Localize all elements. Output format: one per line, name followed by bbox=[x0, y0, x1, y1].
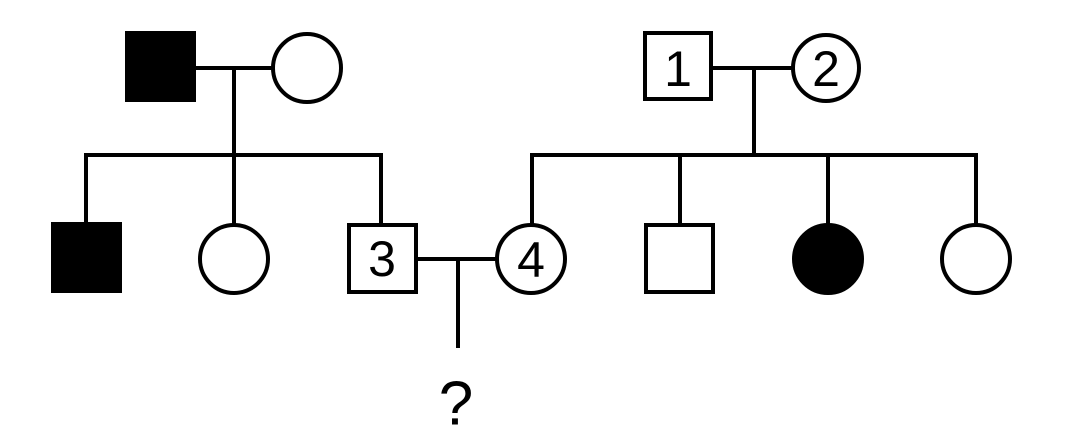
male-affected-symbol bbox=[125, 31, 196, 102]
female-affected-symbol bbox=[792, 223, 864, 295]
male-unaffected-symbol bbox=[643, 31, 713, 101]
individual-label-2: 2 bbox=[812, 41, 840, 97]
female-unaffected-symbol bbox=[495, 223, 567, 295]
unknown-child-question-mark: ? bbox=[439, 370, 473, 439]
male-affected-symbol bbox=[51, 222, 122, 293]
female-unaffected-symbol bbox=[271, 32, 343, 104]
female-unaffected-symbol bbox=[940, 223, 1012, 295]
individual-label-4: 4 bbox=[517, 232, 545, 288]
female-unaffected-symbol bbox=[791, 33, 861, 103]
individual-label-3: 3 bbox=[368, 231, 396, 287]
female-unaffected-symbol bbox=[198, 223, 270, 295]
male-unaffected-symbol bbox=[347, 223, 418, 294]
male-unaffected-symbol bbox=[644, 223, 715, 294]
individual-label-1: 1 bbox=[664, 41, 692, 97]
